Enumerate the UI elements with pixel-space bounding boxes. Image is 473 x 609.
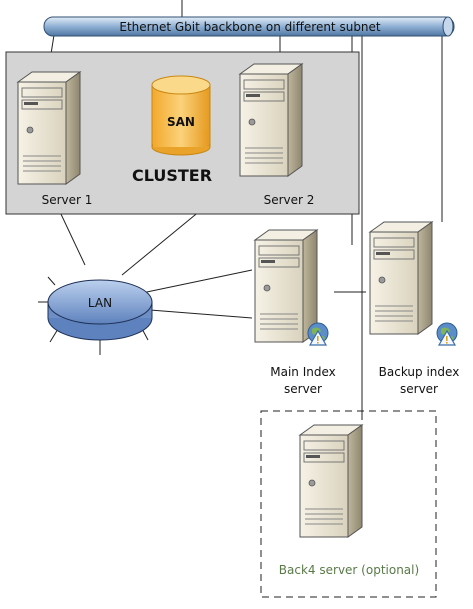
backbone-pipe: Ethernet Gbit backbone on different subn…	[43, 16, 455, 37]
main-index-label-line2: server	[284, 382, 322, 396]
globe-warning-icon	[436, 322, 458, 346]
server2-label: Server 2	[264, 193, 315, 207]
server-icon	[17, 71, 81, 185]
backup-index-label-line1: Backup index	[379, 365, 460, 379]
server-icon	[299, 424, 363, 538]
network-hub-icon: LAN	[38, 276, 153, 355]
back4-label: Back4 server (optional)	[279, 563, 419, 577]
main-index-label-line1: Main Index	[270, 365, 336, 379]
backbone-label: Ethernet Gbit backbone on different subn…	[119, 20, 381, 34]
link-lan-main-top	[141, 269, 253, 294]
server-icon	[254, 229, 318, 343]
server-icon	[239, 63, 303, 177]
server1-label: Server 1	[42, 193, 93, 207]
link-server1-lan	[59, 211, 86, 266]
globe-warning-icon	[307, 322, 329, 346]
server-icon	[369, 221, 433, 335]
back4-box	[260, 410, 437, 598]
link-lan-main-low	[149, 309, 253, 319]
san-label: SAN	[167, 115, 195, 129]
database-icon: SAN	[151, 75, 211, 156]
backup-index-label-line2: server	[400, 382, 438, 396]
cluster-label: CLUSTER	[132, 166, 212, 185]
lan-label: LAN	[88, 296, 112, 310]
